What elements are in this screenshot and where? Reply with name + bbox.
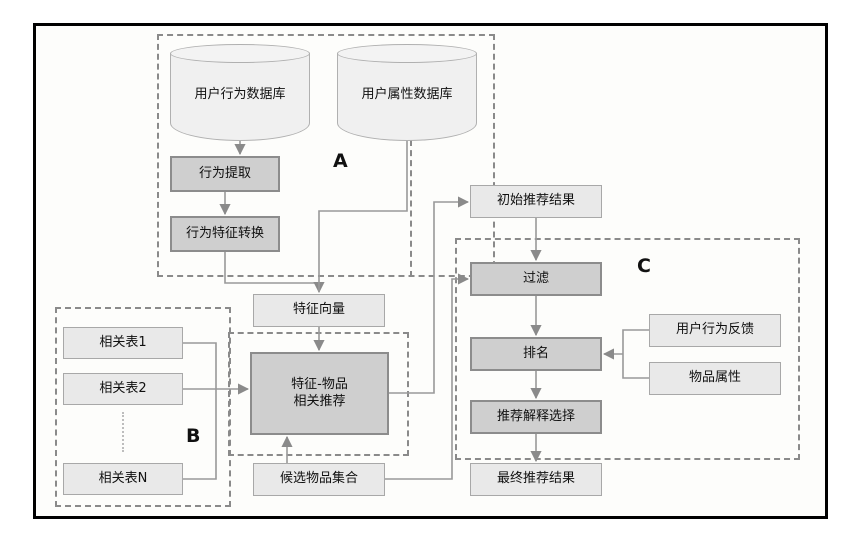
node-user-behavior-feedback-label: 用户行为反馈	[675, 322, 754, 338]
node-relation-table-2-label: 相关表2	[99, 380, 147, 396]
group-box-b	[55, 307, 231, 507]
cylinder-top	[170, 44, 310, 63]
node-item-attribute-label: 物品属性	[688, 370, 741, 386]
node-candidate-item-set[interactable]: 候选物品集合	[253, 463, 385, 496]
node-behavior-extraction-label: 行为提取	[198, 165, 251, 181]
database-user-attribute[interactable]: 用户属性数据库	[337, 44, 477, 141]
node-recommend-explain-select[interactable]: 推荐解释选择	[470, 400, 602, 434]
database-user-attribute-label: 用户属性数据库	[361, 87, 453, 102]
node-feature-item-recommend-label-line1: 特征-物品	[291, 377, 348, 393]
node-feature-item-recommend[interactable]: 特征-物品 相关推荐	[250, 352, 389, 435]
node-relation-table-n[interactable]: 相关表N	[63, 463, 183, 495]
node-feature-vector-label: 特征向量	[292, 302, 345, 318]
node-final-recommend-result-label: 最终推荐结果	[496, 471, 575, 487]
node-relation-table-1[interactable]: 相关表1	[63, 327, 183, 359]
node-recommend-explain-select-label: 推荐解释选择	[496, 408, 575, 424]
node-initial-recommend-result-label: 初始推荐结果	[496, 193, 575, 209]
database-user-behavior[interactable]: 用户行为数据库	[170, 44, 310, 141]
cylinder-body	[337, 53, 477, 141]
database-user-behavior-label: 用户行为数据库	[194, 87, 286, 102]
node-behavior-feature-transform-label: 行为特征转换	[185, 225, 264, 241]
node-candidate-item-set-label: 候选物品集合	[279, 471, 358, 487]
node-final-recommend-result[interactable]: 最终推荐结果	[470, 463, 602, 496]
group-label-c: C	[637, 255, 651, 277]
node-relation-table-2[interactable]: 相关表2	[63, 373, 183, 405]
node-ranking-label: 排名	[522, 345, 549, 361]
node-ranking[interactable]: 排名	[470, 337, 602, 371]
ellipsis-dots	[122, 412, 124, 452]
node-filter[interactable]: 过滤	[470, 262, 602, 296]
cylinder-body	[170, 53, 310, 141]
node-initial-recommend-result[interactable]: 初始推荐结果	[470, 185, 602, 218]
node-feature-vector[interactable]: 特征向量	[253, 294, 385, 327]
node-user-behavior-feedback[interactable]: 用户行为反馈	[649, 314, 781, 347]
node-relation-table-1-label: 相关表1	[99, 334, 147, 350]
group-label-a: A	[333, 150, 348, 172]
node-relation-table-n-label: 相关表N	[98, 470, 148, 486]
node-item-attribute[interactable]: 物品属性	[649, 362, 781, 395]
node-behavior-extraction[interactable]: 行为提取	[170, 156, 280, 192]
node-behavior-feature-transform[interactable]: 行为特征转换	[170, 216, 280, 252]
node-feature-item-recommend-label-line2: 相关推荐	[293, 393, 346, 409]
group-label-b: B	[186, 425, 201, 447]
node-filter-label: 过滤	[522, 270, 549, 286]
cylinder-top	[337, 44, 477, 63]
